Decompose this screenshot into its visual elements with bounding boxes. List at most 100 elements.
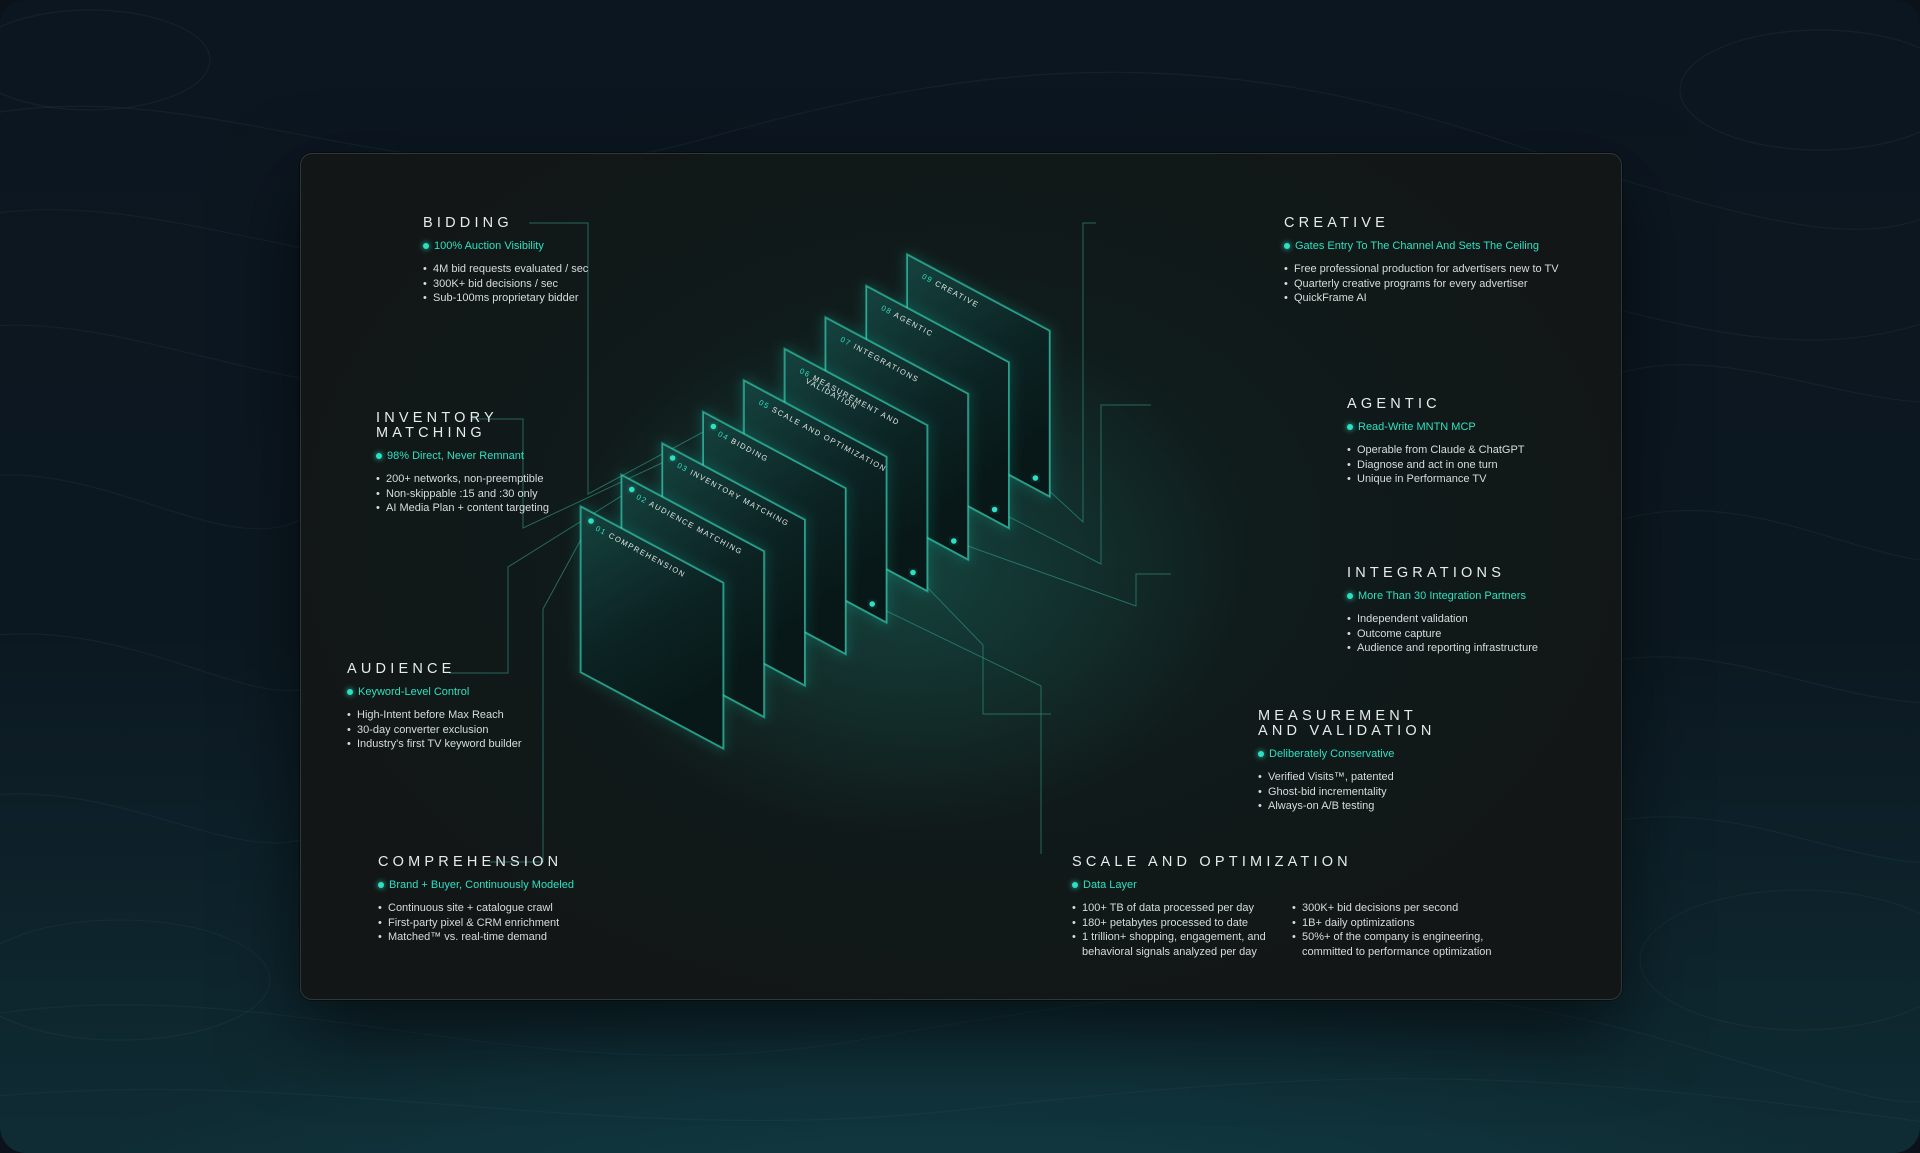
bullet-item: First-party pixel & CRM enrichment bbox=[378, 916, 574, 931]
comprehension-bullets: Continuous site + catalogue crawlFirst-p… bbox=[378, 901, 574, 945]
integrations-subtitle: More Than 30 Integration Partners bbox=[1347, 590, 1538, 602]
inventory-block: INVENTORY MATCHING 98% Direct, Never Rem… bbox=[376, 411, 549, 516]
bullet-item: Matched™ vs. real-time demand bbox=[378, 930, 574, 945]
connector-dot bbox=[710, 423, 717, 430]
agentic-bullets: Operable from Claude & ChatGPTDiagnose a… bbox=[1347, 443, 1525, 487]
accent-dot-icon bbox=[423, 243, 429, 249]
accent-dot-icon bbox=[1072, 882, 1078, 888]
connector-dot bbox=[1032, 475, 1039, 481]
accent-dot-icon bbox=[376, 453, 382, 459]
bidding-title: BIDDING bbox=[423, 215, 513, 231]
integrations-title: INTEGRATIONS bbox=[1347, 565, 1506, 581]
measurement-block: MEASUREMENT AND VALIDATION Deliberately … bbox=[1258, 709, 1436, 814]
audience-block: AUDIENCE Keyword-Level Control High-Inte… bbox=[347, 662, 522, 752]
connector-dot bbox=[951, 538, 957, 544]
measurement-bullets: Verified Visits™, patentedGhost-bid incr… bbox=[1258, 770, 1436, 814]
inventory-title-line2: MATCHING bbox=[376, 425, 486, 441]
measurement-title-line2: AND VALIDATION bbox=[1258, 723, 1436, 739]
creative-bullets: Free professional production for adverti… bbox=[1284, 262, 1559, 306]
accent-dot-icon bbox=[347, 689, 353, 695]
measurement-subtitle: Deliberately Conservative bbox=[1258, 748, 1436, 760]
scale-bullets-right: 300K+ bid decisions per second1B+ daily … bbox=[1292, 901, 1512, 959]
bidding-subtitle: 100% Auction Visibility bbox=[423, 240, 588, 252]
inventory-bullets: 200+ networks, non-preemptibleNon-skippa… bbox=[376, 472, 549, 516]
connector-line bbox=[489, 520, 592, 863]
connector-line bbox=[953, 540, 1171, 607]
scale-subtitle-text: Data Layer bbox=[1083, 879, 1137, 891]
bullet-item: Sub-100ms proprietary bidder bbox=[423, 291, 588, 306]
bullet-item: Diagnose and act in one turn bbox=[1347, 458, 1525, 473]
agentic-subtitle-text: Read-Write MNTN MCP bbox=[1358, 421, 1476, 433]
layer-panel-face bbox=[580, 505, 724, 750]
connector-dot bbox=[910, 569, 916, 576]
agentic-title: AGENTIC bbox=[1347, 396, 1441, 412]
bidding-block: BIDDING 100% Auction Visibility 4M bid r… bbox=[423, 216, 588, 306]
bullet-item: 1 trillion+ shopping, engagement, and be… bbox=[1072, 930, 1282, 959]
measurement-title-line1: MEASUREMENT bbox=[1258, 708, 1417, 724]
creative-block: CREATIVE Gates Entry To The Channel And … bbox=[1284, 216, 1559, 306]
agentic-subtitle: Read-Write MNTN MCP bbox=[1347, 421, 1525, 433]
accent-dot-icon bbox=[1284, 243, 1290, 249]
creative-subtitle: Gates Entry To The Channel And Sets The … bbox=[1284, 240, 1559, 252]
comprehension-title: COMPREHENSION bbox=[378, 854, 563, 870]
integrations-bullets: Independent validationOutcome captureAud… bbox=[1347, 612, 1538, 656]
comprehension-subtitle: Brand + Buyer, Continuously Modeled bbox=[378, 879, 574, 891]
bullet-item: High-Intent before Max Reach bbox=[347, 708, 522, 723]
connector-dot bbox=[588, 518, 594, 524]
bullet-item: Non-skippable :15 and :30 only bbox=[376, 487, 549, 502]
bullet-item: Free professional production for adverti… bbox=[1284, 262, 1559, 277]
connector-lines bbox=[449, 222, 1171, 863]
scale-block: SCALE AND OPTIMIZATION Data Layer 100+ T… bbox=[1072, 855, 1512, 959]
accent-dot-icon bbox=[1258, 751, 1264, 757]
bullet-item: Independent validation bbox=[1347, 612, 1538, 627]
inventory-title-line1: INVENTORY bbox=[376, 410, 498, 426]
bullet-item: 30-day converter exclusion bbox=[347, 723, 522, 738]
bullet-item: Operable from Claude & ChatGPT bbox=[1347, 443, 1525, 458]
audience-subtitle-text: Keyword-Level Control bbox=[358, 686, 470, 698]
integrations-block: INTEGRATIONS More Than 30 Integration Pa… bbox=[1347, 566, 1538, 656]
connector-line bbox=[449, 489, 633, 674]
agentic-block: AGENTIC Read-Write MNTN MCP Operable fro… bbox=[1347, 397, 1525, 487]
accent-dot-icon bbox=[1347, 424, 1353, 430]
comprehension-subtitle-text: Brand + Buyer, Continuously Modeled bbox=[389, 879, 574, 891]
accent-dot-icon bbox=[378, 882, 384, 888]
creative-title: CREATIVE bbox=[1284, 215, 1390, 231]
bullet-item: 200+ networks, non-preemptible bbox=[376, 472, 549, 487]
scale-subtitle: Data Layer bbox=[1072, 879, 1512, 891]
connector-dot bbox=[869, 601, 875, 607]
bullet-item: 300K+ bid decisions per second bbox=[1292, 901, 1512, 916]
layer-panel: 01 COMPREHENSION bbox=[579, 504, 725, 751]
inventory-subtitle-text: 98% Direct, Never Remnant bbox=[387, 450, 524, 462]
scale-bullets-left: 100+ TB of data processed per day180+ pe… bbox=[1072, 901, 1282, 959]
connector-line bbox=[871, 603, 1042, 854]
connector-line bbox=[1035, 222, 1096, 524]
inventory-subtitle: 98% Direct, Never Remnant bbox=[376, 450, 549, 462]
measurement-subtitle-text: Deliberately Conservative bbox=[1269, 748, 1395, 760]
bullet-item: Industry's first TV keyword builder bbox=[347, 737, 522, 752]
bullet-item: 300K+ bid decisions / sec bbox=[423, 277, 588, 292]
bullet-item: Verified Visits™, patented bbox=[1258, 770, 1436, 785]
connector-dot bbox=[669, 455, 676, 461]
bullet-item: 1B+ daily optimizations bbox=[1292, 916, 1512, 931]
bullet-item: Ghost-bid incrementality bbox=[1258, 785, 1436, 800]
scale-bullet-columns: 100+ TB of data processed per day180+ pe… bbox=[1072, 891, 1512, 959]
bullet-item: Outcome capture bbox=[1347, 627, 1538, 642]
bullet-item: AI Media Plan + content targeting bbox=[376, 501, 549, 516]
scale-title: SCALE AND OPTIMIZATION bbox=[1072, 854, 1352, 870]
connector-line bbox=[529, 222, 714, 495]
bullet-item: 4M bid requests evaluated / sec bbox=[423, 262, 588, 277]
creative-subtitle-text: Gates Entry To The Channel And Sets The … bbox=[1295, 240, 1539, 252]
bullet-item: 50%+ of the company is engineering, comm… bbox=[1292, 930, 1512, 959]
comprehension-block: COMPREHENSION Brand + Buyer, Continuousl… bbox=[378, 855, 574, 945]
connector-line bbox=[994, 404, 1151, 565]
bidding-bullets: 4M bid requests evaluated / sec300K+ bid… bbox=[423, 262, 588, 306]
connector-dot bbox=[991, 506, 998, 513]
bullet-item: Always-on A/B testing bbox=[1258, 799, 1436, 814]
bidding-subtitle-text: 100% Auction Visibility bbox=[434, 240, 544, 252]
bullet-item: 100+ TB of data processed per day bbox=[1072, 901, 1282, 916]
